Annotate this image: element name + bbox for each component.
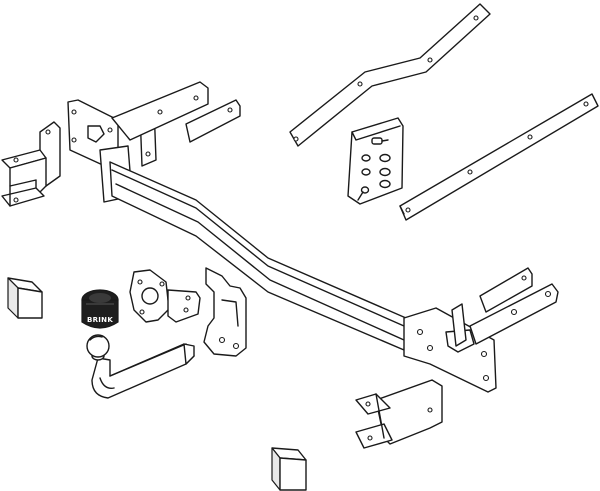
right-lower-bracket bbox=[355, 379, 443, 449]
right-end-plate bbox=[403, 267, 559, 393]
main-cross-beam bbox=[99, 145, 407, 357]
fixing-kit-bag bbox=[347, 117, 404, 205]
left-mounting-bracket bbox=[1, 121, 61, 207]
connector-brand-label: BRINK bbox=[87, 316, 113, 324]
spacer-block-lower bbox=[271, 447, 307, 491]
electrical-connector: BRINK bbox=[81, 289, 119, 329]
left-side-plate bbox=[67, 81, 241, 173]
straight-strap bbox=[399, 93, 599, 221]
curved-strap bbox=[289, 3, 491, 147]
spacer-block-upper bbox=[7, 277, 43, 319]
socket-mounting-plate bbox=[129, 269, 201, 323]
towball-neck bbox=[86, 334, 195, 399]
